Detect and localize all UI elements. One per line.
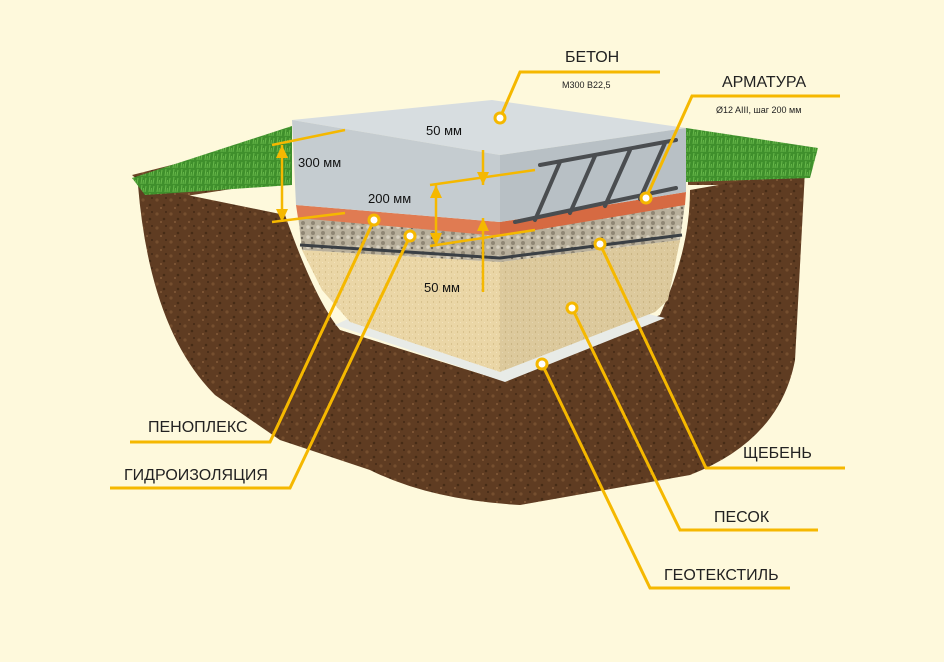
dim-50-bottom-label: 50 мм <box>424 280 460 295</box>
marker-armatura <box>639 191 653 205</box>
insulation-layer <box>296 205 500 236</box>
label-penoplex: ПЕНОПЛЕКС <box>148 419 248 436</box>
gravel-layer <box>298 215 500 262</box>
label-beton-sub: М300 В22,5 <box>562 80 611 90</box>
grass <box>132 126 818 195</box>
leader-lines <box>110 70 845 590</box>
marker-scheben <box>593 237 607 251</box>
marker-geotextil <box>535 357 549 371</box>
label-scheben: ЩЕБЕНЬ <box>743 445 812 462</box>
marker-gidro <box>403 229 417 243</box>
label-gidro: ГИДРОИЗОЛЯЦИЯ <box>124 467 268 484</box>
dim-50-top-label: 50 мм <box>426 123 462 138</box>
sand-layer <box>302 250 500 372</box>
label-armatura-sub: Ø12 AIII, шаг 200 мм <box>716 105 801 115</box>
dim-300-label: 300 мм <box>298 155 341 170</box>
label-beton: БЕТОН <box>565 49 619 66</box>
label-pesok: ПЕСОК <box>714 509 770 526</box>
marker-penoplex <box>367 213 381 227</box>
waterproofing-layer <box>299 233 683 260</box>
dimension-lines <box>271 128 536 292</box>
marker-beton <box>493 111 507 125</box>
marker-pesok <box>565 301 579 315</box>
dim-200-label: 200 мм <box>368 191 411 206</box>
label-armatura: АРМАТУРА <box>722 74 806 91</box>
label-geotextil: ГЕОТЕКСТИЛЬ <box>664 567 779 584</box>
